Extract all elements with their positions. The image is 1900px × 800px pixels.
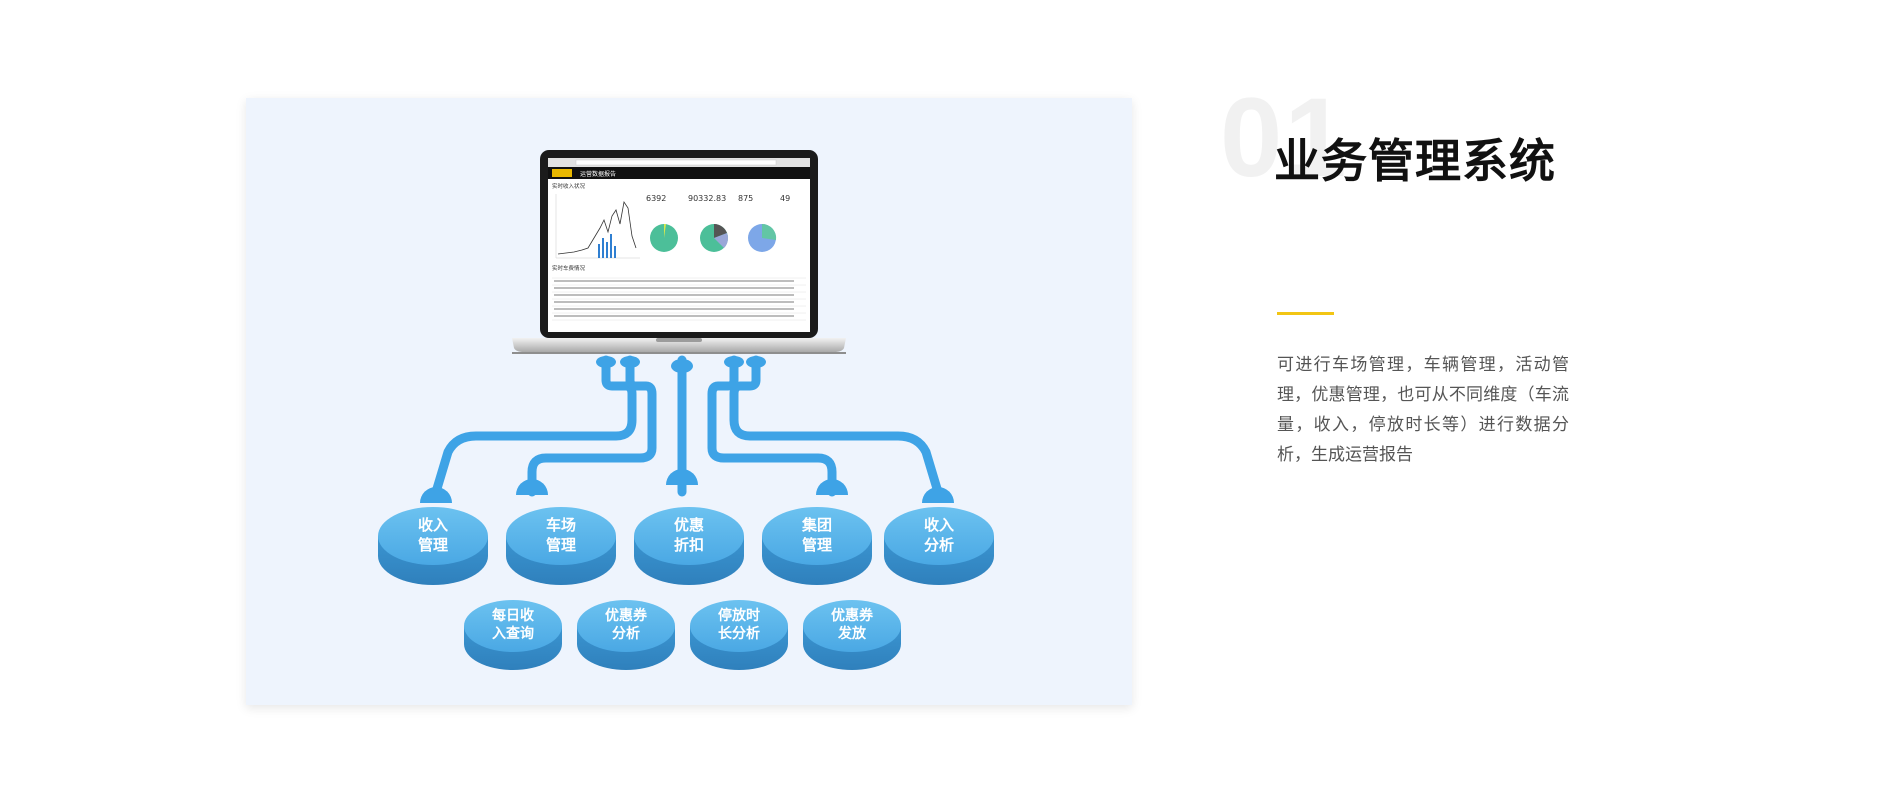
nodes-row-1: 收入 管理 车场 管理 优惠 折扣 集团 管理 [378, 507, 994, 585]
svg-text:每日收: 每日收 [492, 607, 535, 624]
svg-text:长分析: 长分析 [718, 625, 760, 642]
svg-text:管理: 管理 [802, 536, 832, 554]
node-income-analysis[interactable]: 收入 分析 [884, 507, 994, 585]
screen-header: 运营数据报告 [580, 170, 616, 178]
svg-text:管理: 管理 [418, 536, 448, 554]
screen-section2: 实时车费情况 [552, 264, 586, 272]
title-accent-divider [1277, 312, 1334, 315]
node-coupon-analysis[interactable]: 优惠券 分析 [577, 600, 675, 670]
screen-stat-1: 6392 [646, 194, 666, 203]
illustration-panel: 运营数据报告 实时收入状况 6392 90332.83 875 49 [246, 98, 1132, 705]
svg-text:车场: 车场 [546, 516, 576, 534]
screen-table [552, 277, 806, 321]
screen-stat-2: 90332.83 [688, 194, 726, 203]
svg-text:管理: 管理 [546, 536, 576, 554]
svg-text:优惠券: 优惠券 [605, 607, 648, 624]
screen-pies [650, 223, 777, 252]
node-discount[interactable]: 优惠 折扣 [634, 507, 744, 585]
svg-text:集团: 集团 [801, 516, 832, 534]
cable-domes [420, 469, 954, 503]
svg-text:分析: 分析 [924, 536, 954, 554]
svg-text:分析: 分析 [612, 625, 640, 642]
cable-4 [707, 355, 837, 497]
screen-stat-3: 875 [738, 194, 753, 203]
cable-5 [729, 355, 943, 497]
screen-line-chart [555, 194, 640, 259]
section-description: 可进行车场管理，车辆管理，活动管理，优惠管理，也可从不同维度（车流量，收入，停放… [1277, 355, 1569, 465]
node-daily-income-query[interactable]: 每日收 入查询 [464, 600, 562, 670]
cable-1 [431, 355, 637, 497]
svg-text:发放: 发放 [837, 625, 867, 642]
cables [431, 355, 943, 497]
svg-text:折扣: 折扣 [674, 536, 704, 554]
system-diagram: 运营数据报告 实时收入状况 6392 90332.83 875 49 [378, 150, 994, 670]
cable-plugs [596, 356, 766, 373]
node-income-management[interactable]: 收入 管理 [378, 507, 488, 585]
nodes-row-2: 每日收 入查询 优惠券 分析 停放时 长分析 优惠券 发放 [464, 600, 901, 670]
node-parking-management[interactable]: 车场 管理 [506, 507, 616, 585]
svg-text:优惠: 优惠 [674, 516, 704, 534]
section-number: 01 [1220, 75, 1349, 200]
page-title: 业务管理系统 [1274, 134, 1556, 188]
svg-text:收入: 收入 [418, 516, 448, 534]
node-group-management[interactable]: 集团 管理 [762, 507, 872, 585]
screen-section1: 实时收入状况 [552, 182, 586, 190]
laptop: 运营数据报告 实时收入状况 6392 90332.83 875 49 [512, 150, 846, 354]
node-coupon-issue[interactable]: 优惠券 发放 [803, 600, 901, 670]
svg-text:优惠券: 优惠券 [831, 607, 874, 624]
cable-2 [527, 355, 657, 497]
svg-text:停放时: 停放时 [718, 607, 760, 624]
node-parking-duration-analysis[interactable]: 停放时 长分析 [690, 600, 788, 670]
screen-stat-4: 49 [780, 194, 790, 203]
svg-text:收入: 收入 [924, 516, 954, 534]
svg-text:入查询: 入查询 [492, 625, 534, 642]
